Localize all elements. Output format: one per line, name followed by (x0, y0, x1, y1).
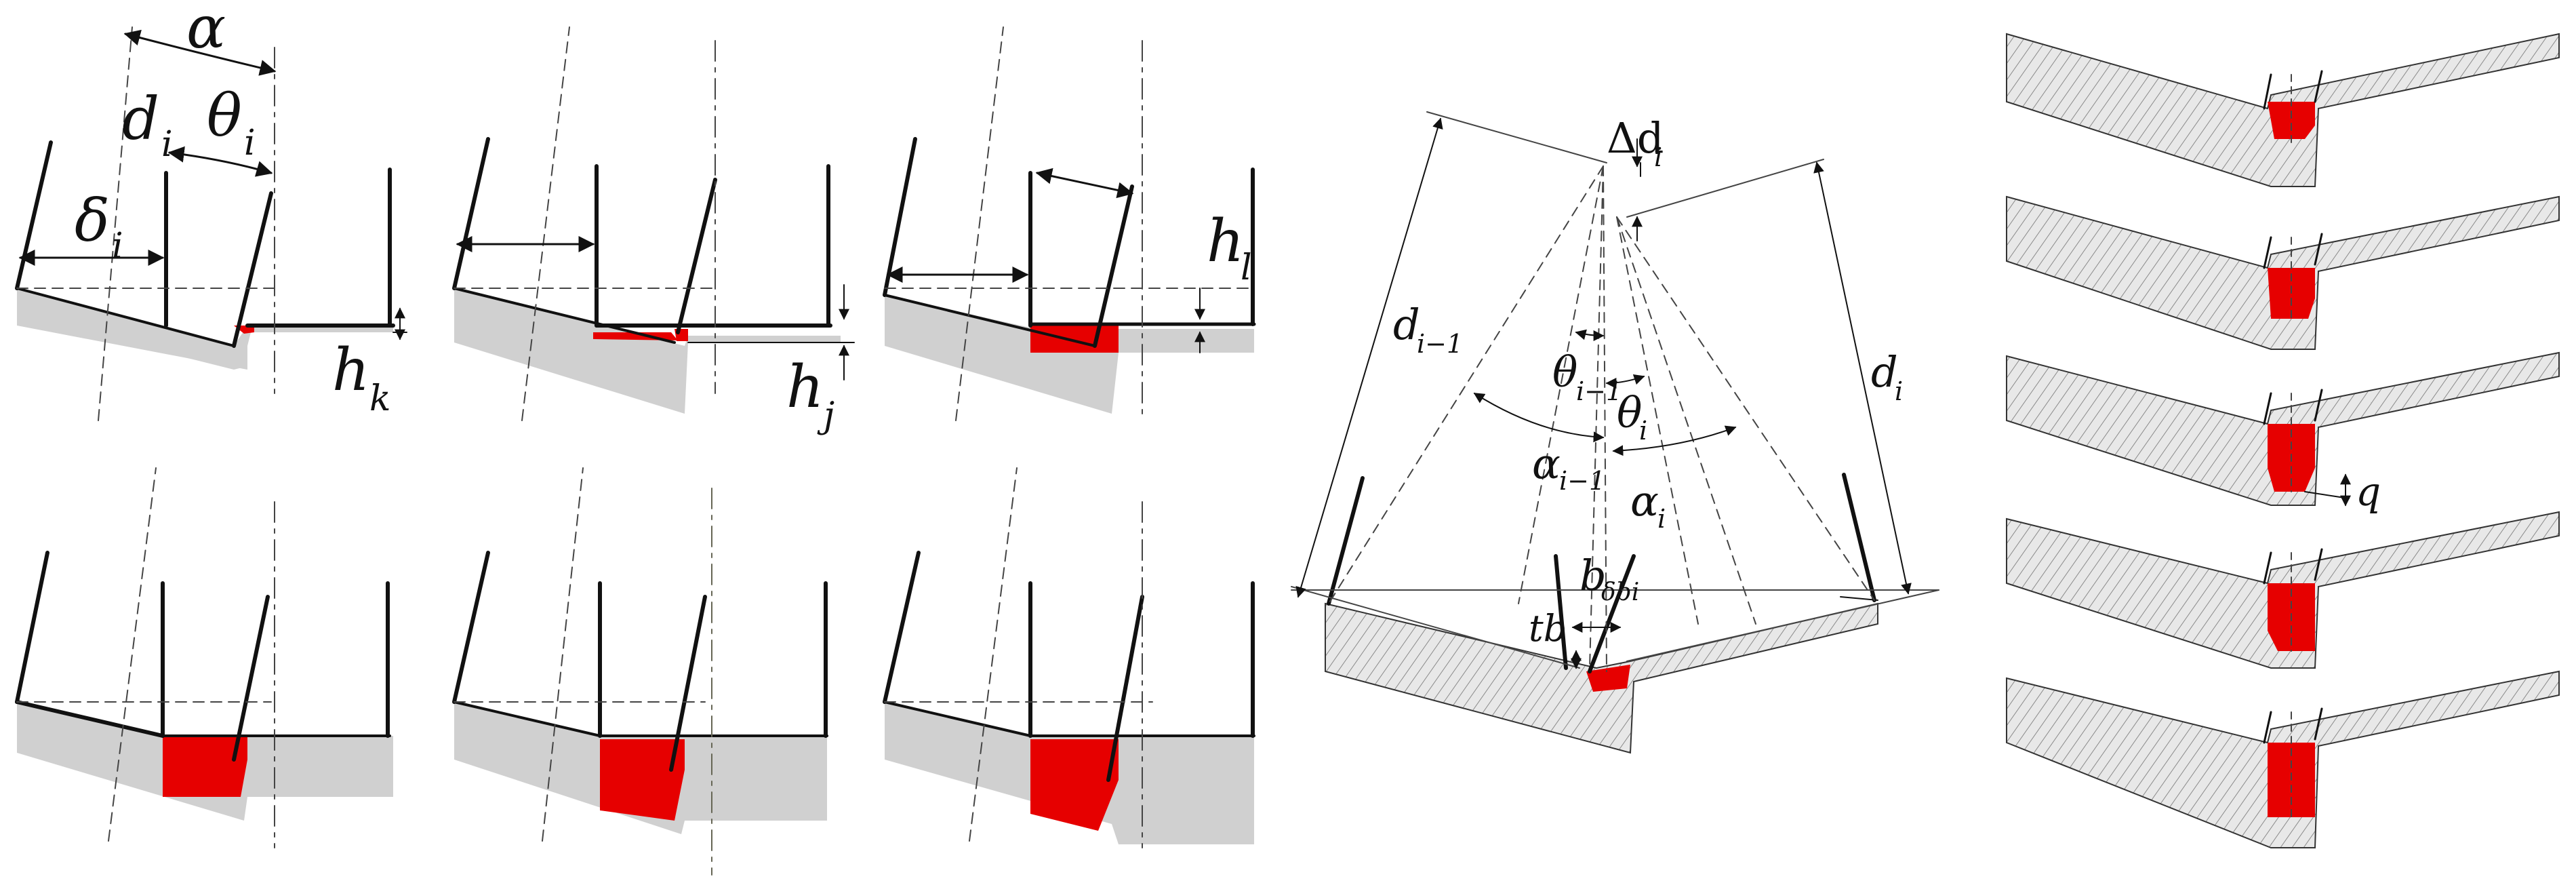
section-5 (2006, 670, 2560, 848)
cut-region (1586, 665, 1630, 692)
theta-arrow (167, 146, 273, 177)
delta-sub-label: i (112, 226, 123, 267)
tool-edge (15, 140, 53, 290)
alpha-prev-label: α (1532, 439, 1561, 488)
hk-sub-label: k (369, 378, 391, 419)
subfig-4 (15, 467, 393, 848)
theta-label: θ (207, 82, 242, 150)
section-2 (2006, 195, 2560, 350)
guide-line (16, 287, 235, 347)
d-prev-sub-label: i−1 (1417, 329, 1463, 359)
delta-d-sub-label: i (1654, 142, 1662, 172)
hj-label: h (786, 353, 824, 421)
cut-region (163, 736, 247, 797)
alpha-cur-sub-label: i (1657, 504, 1666, 534)
alpha-label: α (186, 0, 226, 62)
subfig-1: α d i θ i δ i h k (15, 0, 407, 421)
b-label: b (1579, 551, 1607, 600)
alpha-cur-label: α (1630, 476, 1659, 526)
panel-a: α d i θ i δ i h k (15, 0, 1256, 876)
tb-label: tb (1529, 607, 1567, 650)
cut-region (1030, 324, 1119, 353)
delta-d-label: Δd (1607, 113, 1664, 163)
section-1 (2006, 33, 2560, 187)
hl-sub-label: l (1241, 248, 1252, 288)
cut-region (600, 739, 685, 821)
cut-region (1030, 739, 1119, 831)
theta-prev-sub-label: i−1 (1576, 376, 1622, 406)
d-cur-sub-label: i (1895, 376, 1903, 406)
subfig-3: h l (883, 26, 1256, 421)
theta-prev-label: θ (1552, 347, 1577, 397)
guide-line (98, 26, 133, 421)
tool-edge (232, 191, 273, 348)
alpha-arrow (123, 29, 277, 76)
theta-cur-label: θ (1617, 388, 1642, 437)
subfig-2: h j (452, 26, 855, 436)
b-sub-label: δbi (1601, 578, 1639, 606)
subfig-6 (883, 467, 1255, 848)
subfig-5 (452, 467, 828, 876)
q-label: q (2356, 469, 2381, 515)
panel-c: q (2006, 33, 2560, 848)
panel-b: Δd i d i−1 d i θ i−1 θ i α i−1 α i b δbi… (1291, 111, 1939, 754)
section-3: q (2006, 351, 2560, 515)
alpha-prev-sub-label: i−1 (1559, 466, 1605, 496)
d-prev-label: d (1393, 300, 1420, 349)
material-region (885, 295, 1254, 414)
hl-label: h (1207, 208, 1244, 275)
material-region (454, 288, 841, 414)
d-sub-label: i (161, 124, 173, 165)
theta-sub-label: i (244, 123, 256, 163)
section-4 (2006, 511, 2560, 669)
delta-label: δ (75, 187, 110, 255)
d-label: d (122, 85, 159, 153)
hk-label: h (332, 336, 369, 404)
material-region (17, 288, 393, 370)
theta-cur-sub-label: i (1639, 416, 1647, 446)
d-cur-label: d (1871, 347, 1898, 397)
